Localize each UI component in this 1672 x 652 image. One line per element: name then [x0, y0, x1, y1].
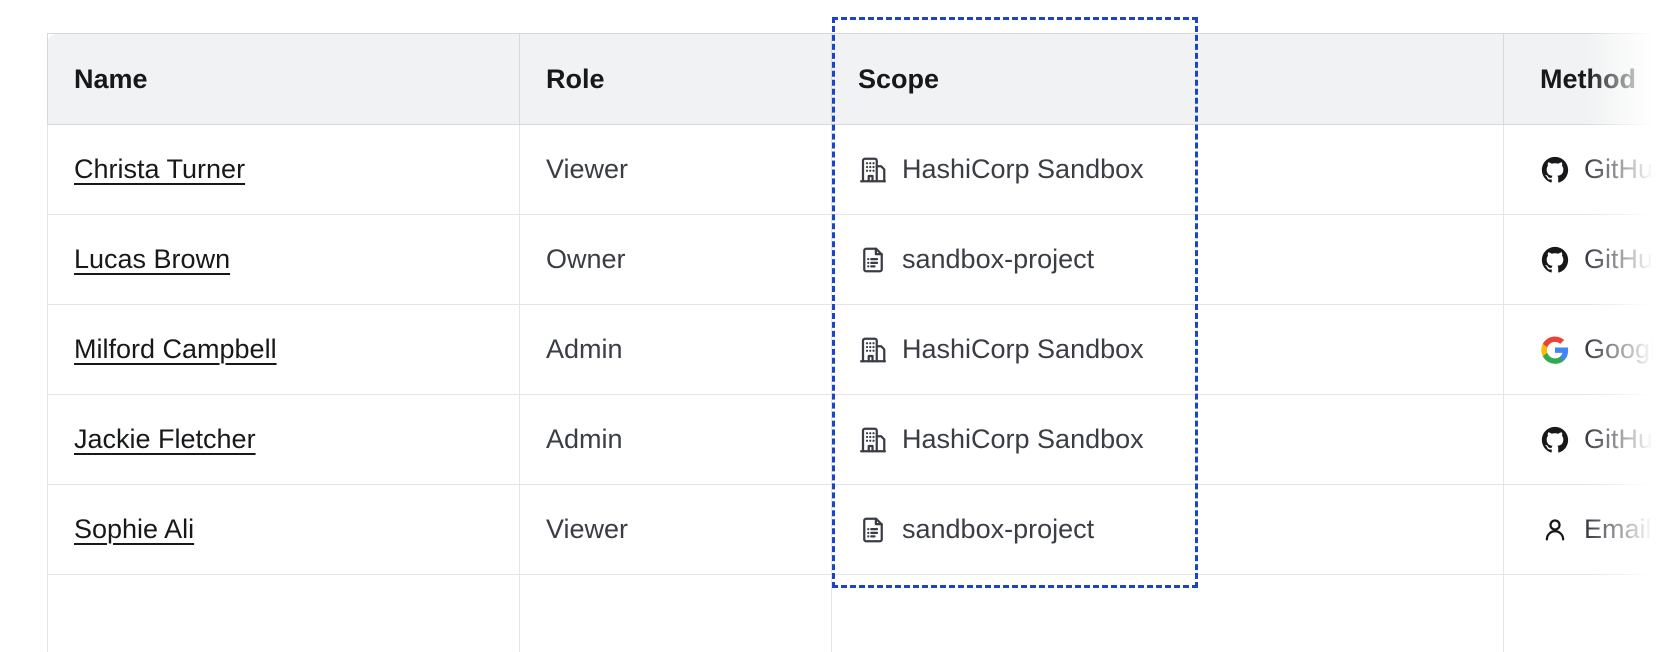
permissions-table-container: Name Role Scope Method Christa Turner Vi… — [47, 33, 1672, 652]
google-icon — [1540, 335, 1570, 365]
column-header-method[interactable]: Method — [1503, 33, 1672, 125]
column-header-role[interactable]: Role — [519, 33, 832, 125]
column-header-name[interactable]: Name — [47, 33, 520, 125]
github-icon — [1540, 425, 1570, 455]
cell-scope — [831, 574, 1504, 652]
cell-scope: HashiCorp Sandbox — [831, 124, 1504, 215]
user-name-link[interactable]: Jackie Fletcher — [74, 424, 256, 454]
table-body: Christa Turner Viewer — [47, 124, 1672, 652]
cell-method: GitHub — [1503, 394, 1672, 485]
cell-name: Lucas Brown — [47, 214, 520, 305]
scope-label: sandbox-project — [902, 514, 1095, 544]
cell-scope: HashiCorp Sandbox — [831, 394, 1504, 485]
method-label: Email — [1584, 514, 1652, 544]
github-icon — [1540, 245, 1570, 275]
method-label: GitHub — [1584, 244, 1669, 274]
cell-role — [519, 574, 832, 652]
cell-name: Christa Turner — [47, 124, 520, 215]
user-name-link[interactable]: Sophie Ali — [74, 514, 195, 544]
cell-name: Sophie Ali — [47, 484, 520, 575]
cell-method: Google — [1503, 304, 1672, 395]
scope-label: HashiCorp Sandbox — [902, 154, 1144, 184]
table-row: Jackie Fletcher Admin — [47, 394, 1672, 485]
cell-method: GitHub — [1503, 124, 1672, 215]
user-name-link[interactable]: Milford Campbell — [74, 334, 277, 364]
cell-scope: sandbox-project — [831, 484, 1504, 575]
cell-name: Milford Campbell — [47, 304, 520, 395]
document-icon — [858, 245, 888, 275]
scope-label: HashiCorp Sandbox — [902, 334, 1144, 364]
table-row: Lucas Brown Owner — [47, 214, 1672, 305]
document-icon — [858, 515, 888, 545]
building-icon — [858, 335, 888, 365]
cell-role: Viewer — [519, 484, 832, 575]
cell-method: Email — [1503, 484, 1672, 575]
table-row: Milford Campbell Admin — [47, 304, 1672, 395]
table-row — [47, 574, 1672, 652]
user-icon — [1540, 515, 1570, 545]
cell-method — [1503, 574, 1672, 652]
method-label: Google — [1584, 334, 1672, 364]
cell-scope: HashiCorp Sandbox — [831, 304, 1504, 395]
cell-name: Jackie Fletcher — [47, 394, 520, 485]
building-icon — [858, 155, 888, 185]
cell-name — [47, 574, 520, 652]
method-label: GitHub — [1584, 424, 1669, 454]
cell-role: Admin — [519, 304, 832, 395]
cell-role: Admin — [519, 394, 832, 485]
column-header-scope[interactable]: Scope — [831, 33, 1504, 125]
scope-label: sandbox-project — [902, 244, 1095, 274]
user-name-link[interactable]: Christa Turner — [74, 154, 246, 184]
cell-scope: sandbox-project — [831, 214, 1504, 305]
table-row: Christa Turner Viewer — [47, 124, 1672, 215]
github-icon — [1540, 155, 1570, 185]
building-icon — [858, 425, 888, 455]
user-name-link[interactable]: Lucas Brown — [74, 244, 231, 274]
cell-role: Owner — [519, 214, 832, 305]
cell-method: GitHub — [1503, 214, 1672, 305]
scope-label: HashiCorp Sandbox — [902, 424, 1144, 454]
method-label: GitHub — [1584, 154, 1669, 184]
table-row: Sophie Ali Viewer — [47, 484, 1672, 575]
table-header: Name Role Scope Method — [47, 33, 1672, 125]
cell-role: Viewer — [519, 124, 832, 215]
table-header-row: Name Role Scope Method — [47, 33, 1672, 125]
permissions-table: Name Role Scope Method Christa Turner Vi… — [47, 33, 1672, 652]
